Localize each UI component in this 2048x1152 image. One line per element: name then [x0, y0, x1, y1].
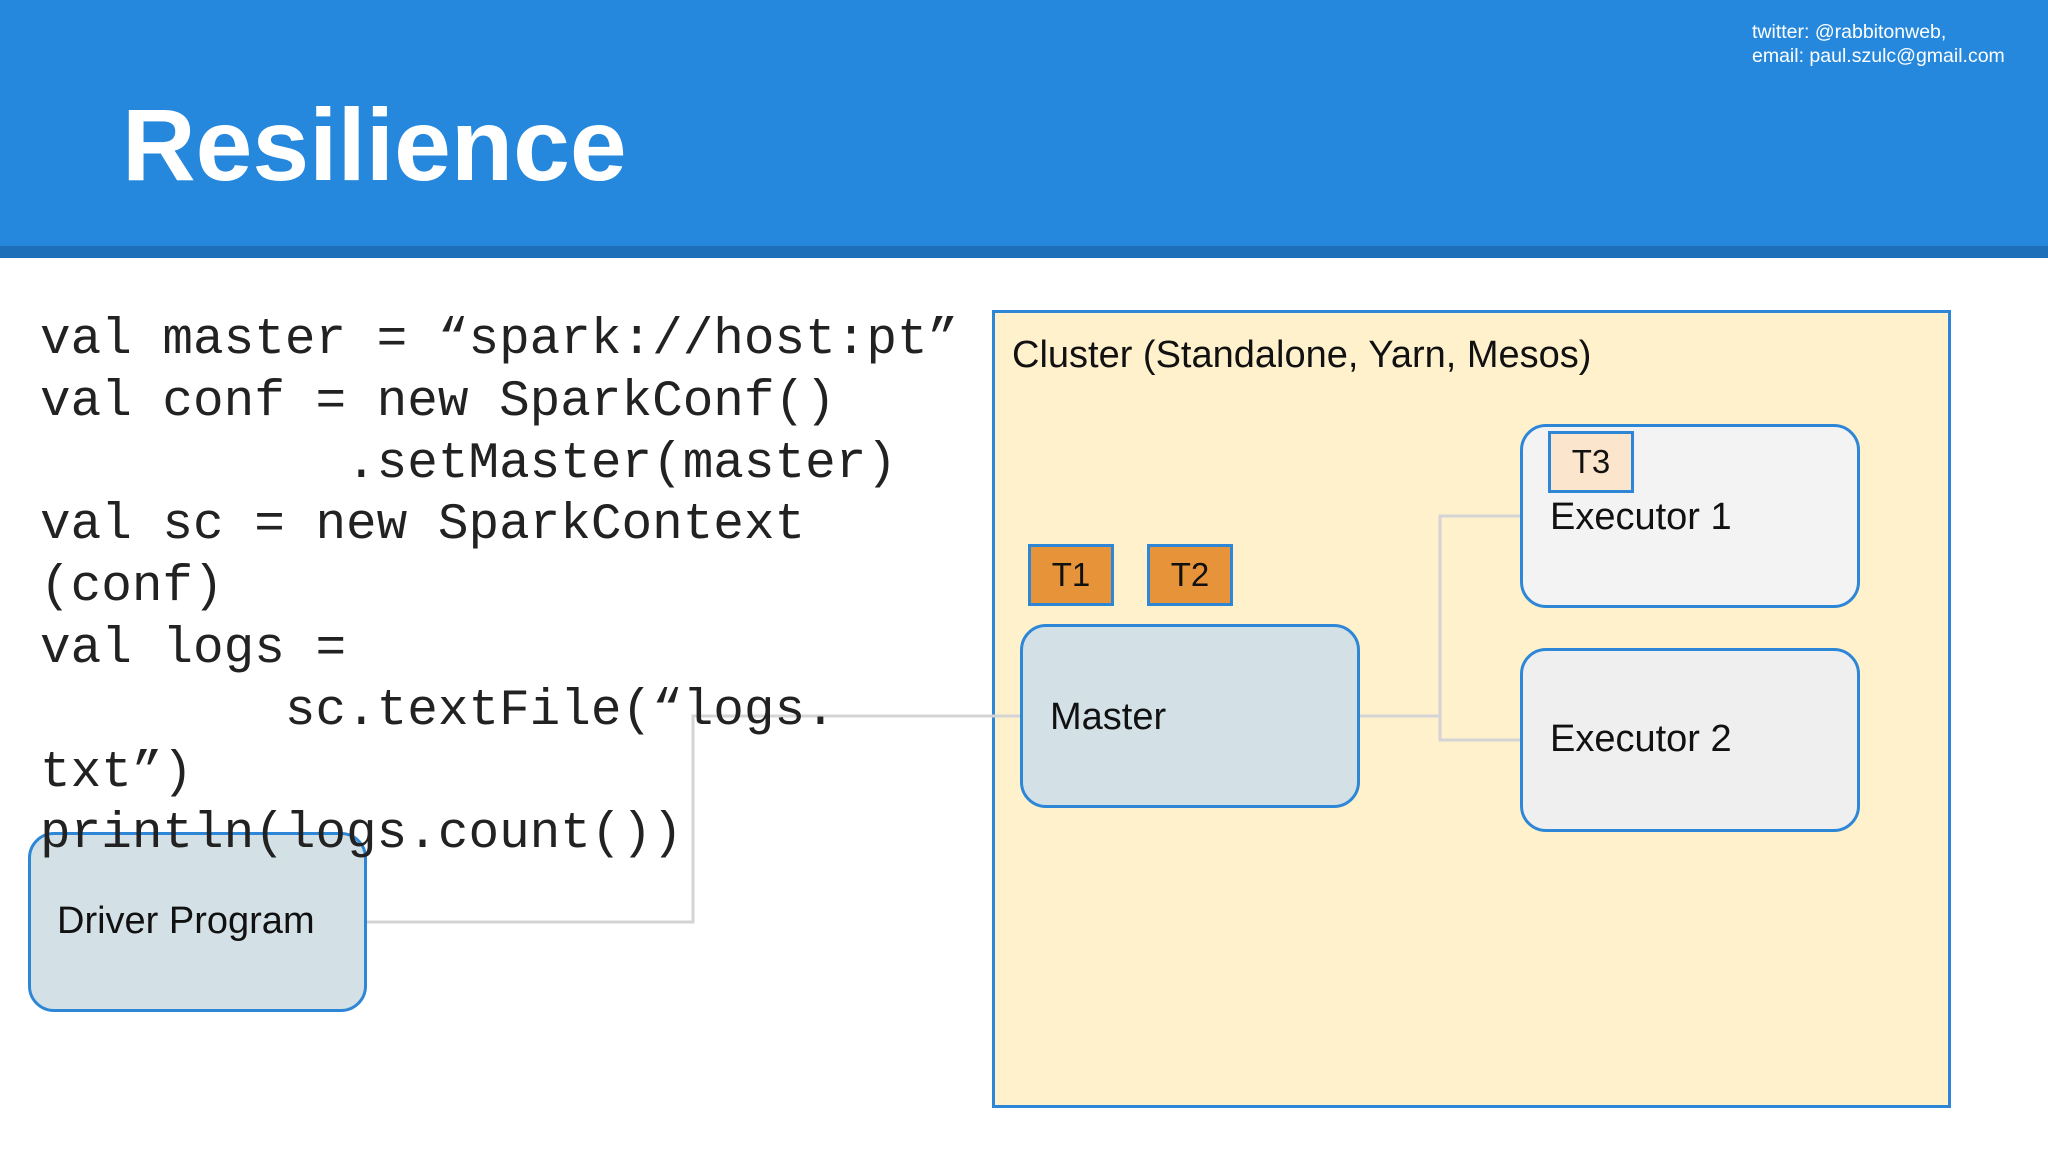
code-line: sc.textFile(“logs.	[40, 682, 836, 740]
header-underline	[0, 246, 2048, 258]
slide-title: Resilience	[122, 88, 627, 202]
master-label: Master	[1050, 696, 1167, 738]
task-t2: T2	[1147, 544, 1233, 606]
master-box	[1020, 624, 1360, 808]
task-t1: T1	[1028, 544, 1114, 606]
master-to-executors-connector	[1360, 514, 1520, 718]
driver-to-master-connector	[367, 714, 1020, 924]
slide-header	[0, 0, 2048, 246]
executor-2-label: Executor 2	[1550, 718, 1732, 760]
twitter-handle: twitter: @rabbitonweb,	[1752, 21, 1947, 43]
code-line: val logs =	[40, 620, 347, 678]
code-line: val sc = new SparkContext	[40, 497, 806, 555]
master-to-executor2-connector	[1438, 716, 1520, 742]
code-line: println(logs.count())	[40, 806, 683, 864]
code-line: (conf)	[40, 559, 224, 617]
code-line: txt”)	[40, 744, 194, 802]
executor-1-label: Executor 1	[1550, 496, 1732, 538]
code-line: .setMaster(master)	[40, 435, 897, 493]
contact-info: twitter: @rabbitonweb, email: paul.szulc…	[1752, 20, 2005, 68]
code-line: val master = “spark://host:pt”	[40, 312, 959, 369]
driver-program-box	[28, 832, 367, 1012]
email-address: email: paul.szulc@gmail.com	[1752, 45, 2005, 67]
cluster-label: Cluster (Standalone, Yarn, Mesos)	[1012, 334, 1592, 376]
code-block: val master = “spark://host:pt”val conf =…	[40, 310, 958, 866]
code-line: val conf = new SparkConf()	[40, 373, 836, 431]
driver-program-label: Driver Program	[57, 900, 315, 942]
executor-2-box	[1520, 648, 1860, 832]
task-t3: T3	[1548, 431, 1634, 493]
